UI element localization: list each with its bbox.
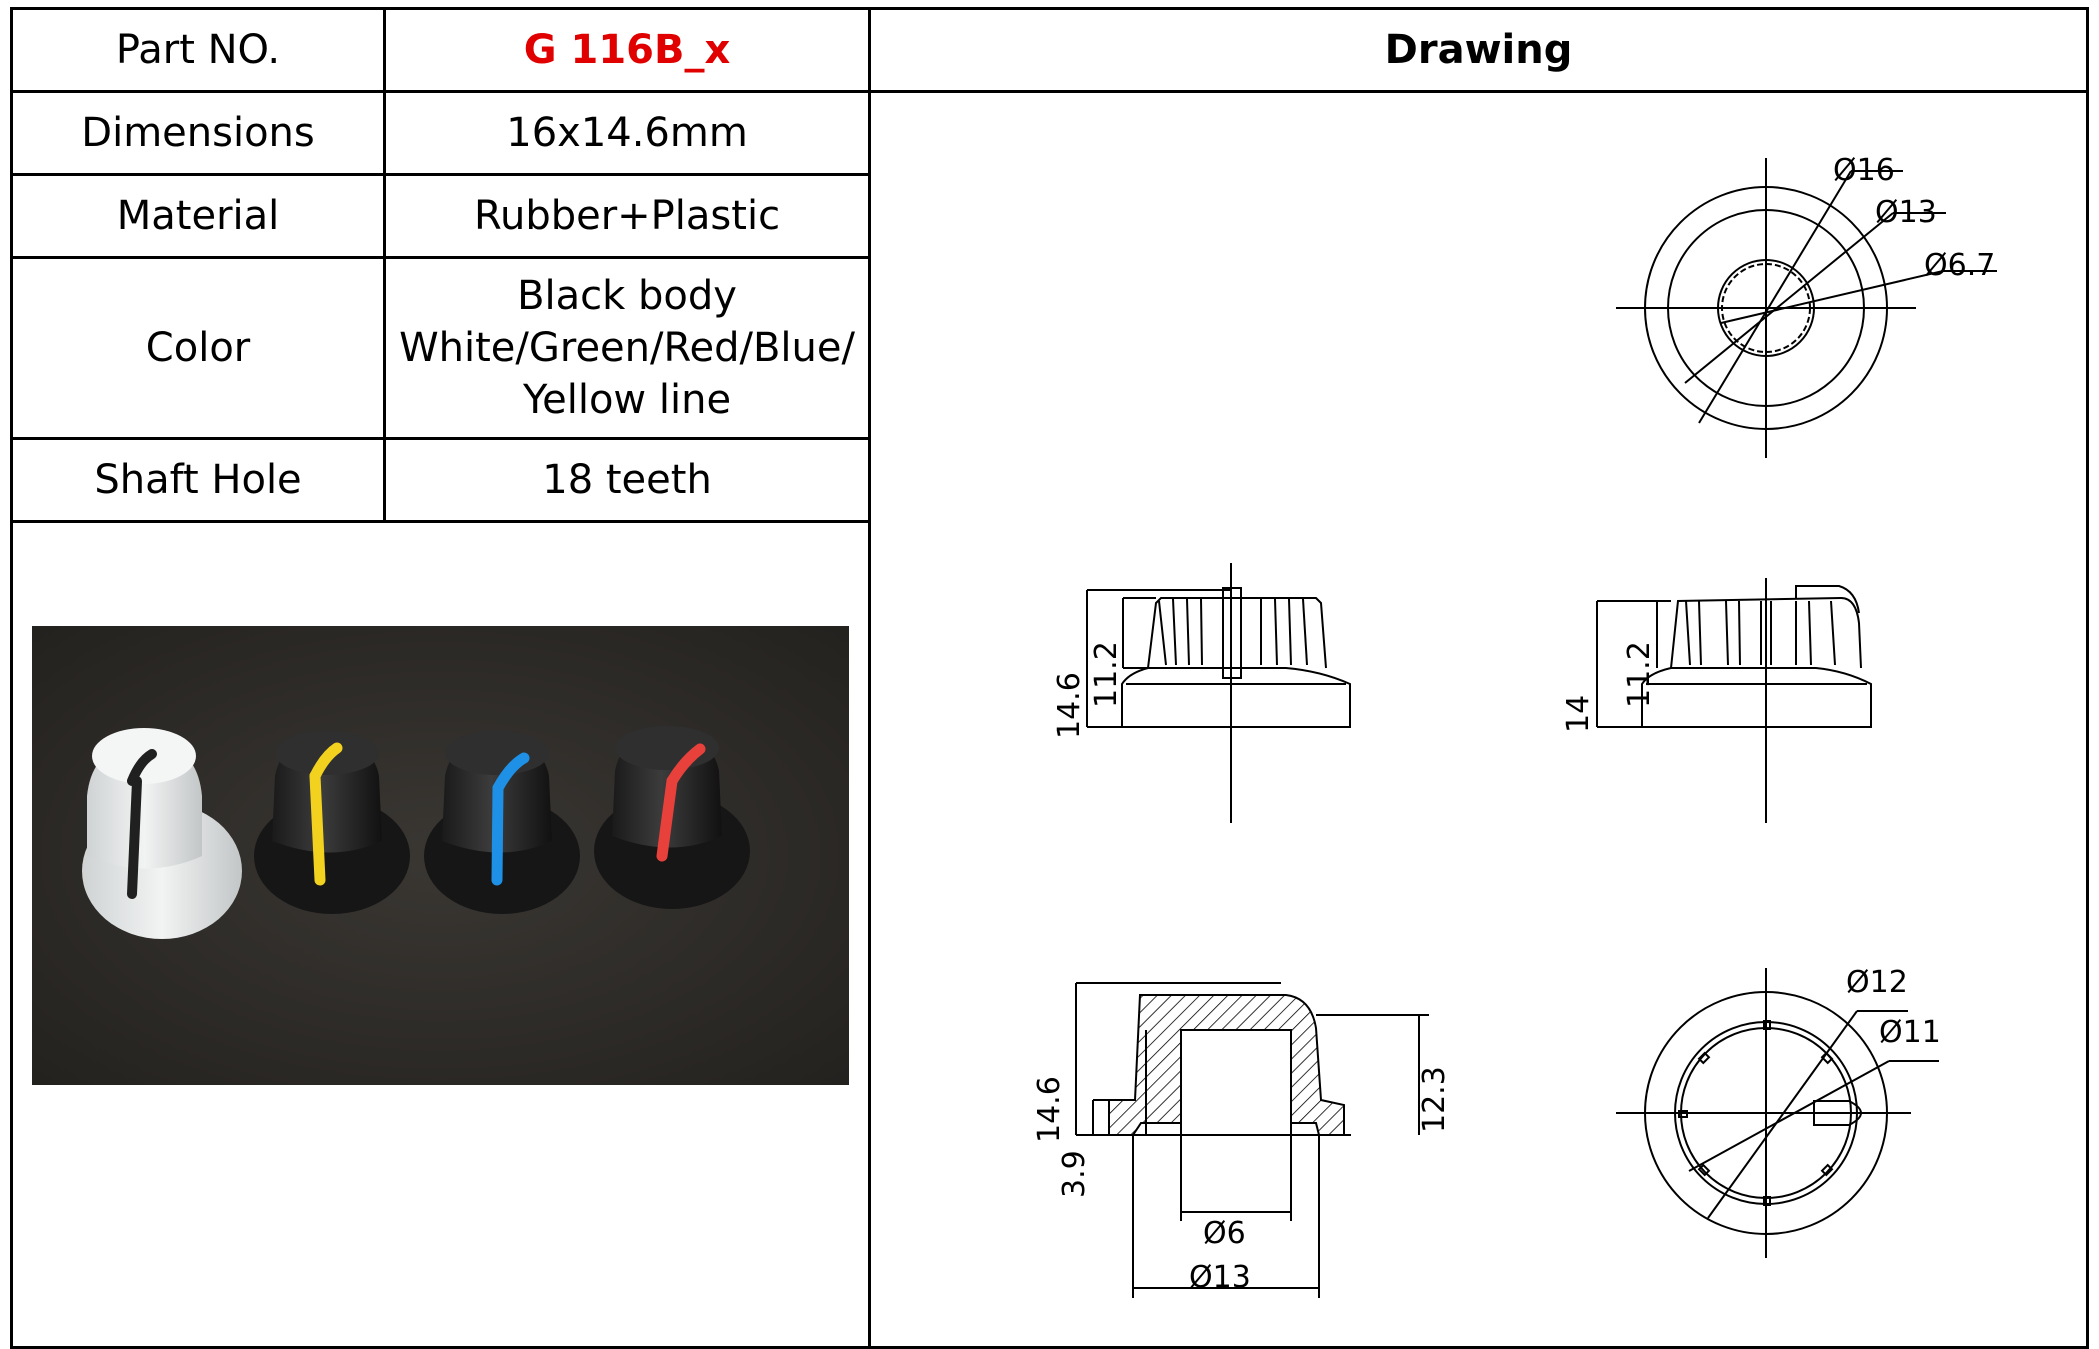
section-dim-39: 3.9 [1057,1150,1092,1198]
color-line-1: Black body [517,273,737,319]
photo-cell [9,520,872,1349]
part-no-label: Part NO. [9,7,387,93]
row-color: Color Black body White/Green/Red/Blue/ Y… [9,256,2088,440]
dimensions-label: Dimensions [9,90,387,176]
front-view [1086,563,1352,823]
material-label: Material [9,173,387,259]
top-dim-d13: Ø13 [1875,195,1937,230]
drawing-header: Drawing [868,7,2089,93]
color-line-3: Yellow line [523,377,732,423]
row-dimensions: Dimensions 16x14.6mm [9,90,2089,1349]
row-part-no: Part NO. G 116B_x Drawing [9,7,2089,93]
dimensions-value: 16x14.6mm [383,90,872,176]
section-dim-146: 14.6 [1032,1076,1067,1143]
technical-drawing: Ø16 Ø13 Ø6.7 14.6 11.2 14 11.2 14.6 3.9 … [1032,153,1998,1298]
side-dim-112: 11.2 [1622,641,1657,708]
knob-red [594,726,750,909]
knob-yellow [254,731,410,914]
bottom-dim-d12: Ø12 [1846,965,1908,1000]
top-dim-d16: Ø16 [1833,153,1895,188]
drawing-cell: Ø16 Ø13 Ø6.7 14.6 11.2 14 11.2 14.6 3.9 … [868,90,2089,1349]
spec-table: Part NO. G 116B_x Drawing Dimensions 16x… [9,7,2089,1349]
bottom-view [1616,968,1940,1258]
section-dim-d13: Ø13 [1189,1260,1251,1295]
section-dim-d6: Ø6 [1203,1216,1246,1251]
product-photo [32,626,849,1085]
shaft-hole-label: Shaft Hole [9,437,387,523]
knob-white [82,728,242,939]
bottom-dim-d11: Ø11 [1879,1015,1941,1050]
side-view [1596,578,1873,823]
part-no-value: G 116B_x [383,7,872,93]
row-photo [9,520,2088,1349]
front-dim-112: 11.2 [1089,641,1124,708]
top-dim-d67: Ø6.7 [1924,248,1995,283]
color-line-2: White/Green/Red/Blue/ [399,325,855,371]
color-value: Black body White/Green/Red/Blue/ Yellow … [383,256,872,440]
color-label: Color [9,256,387,440]
knob-blue [424,731,580,914]
row-shaft-hole: Shaft Hole 18 teeth [9,437,2088,523]
front-dim-146: 14.6 [1052,672,1087,739]
shaft-hole-value: 18 teeth [383,437,872,523]
top-view [1616,158,1998,458]
side-dim-14: 14 [1561,695,1596,733]
row-material: Material Rubber+Plastic [9,173,2088,259]
section-view [1075,982,1430,1298]
section-dim-123: 12.3 [1417,1066,1452,1133]
material-value: Rubber+Plastic [383,173,872,259]
